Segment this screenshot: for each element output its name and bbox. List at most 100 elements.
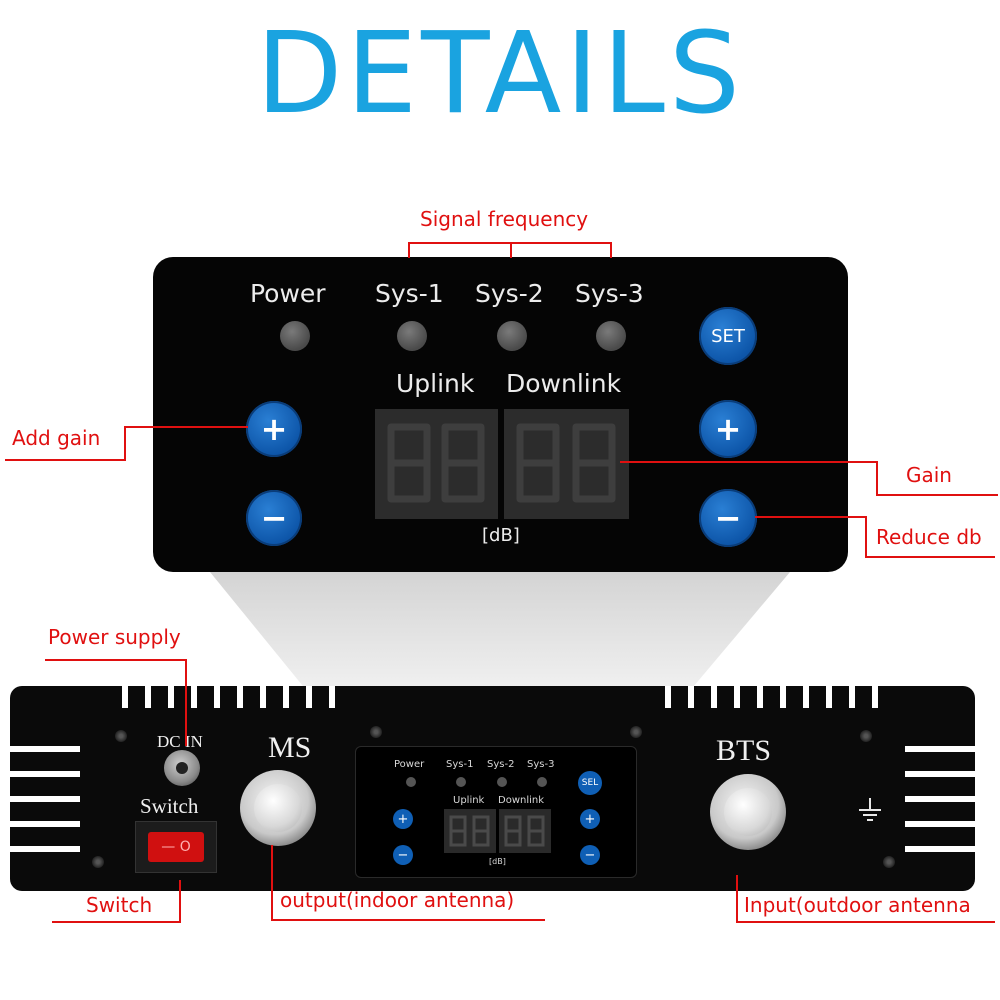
dc-in-jack[interactable] [164,750,200,786]
heatsink-fin [688,686,694,708]
heatsink-fin [10,746,80,752]
mini-sys2-led [497,777,507,787]
ms-connector-cap [253,783,303,833]
heatsink-fin [283,686,289,708]
downlink-label: Downlink [506,369,622,398]
heatsink-fin [10,796,80,802]
heatsink-fin [10,846,80,852]
mini-uplink-seven-segment [449,815,490,847]
power-label: Power [250,279,326,308]
mini-minus-left[interactable]: − [393,845,413,865]
screw [883,856,895,868]
control-panel-device: Power Sys-1 Sys-2 Sys-3 SEL Uplink Downl… [355,746,637,878]
screw [115,730,127,742]
ground-icon [859,798,881,821]
heatsink-fin [905,821,975,827]
reduce-gain-button-left[interactable]: − [246,490,302,546]
db-unit-label: [dB] [482,525,520,546]
mini-plus-left[interactable]: + [393,809,413,829]
uplink-display [375,409,498,519]
ms-connector[interactable] [240,770,316,846]
heatsink-fin [711,686,717,708]
add-gain-annotation: Add gain [12,426,101,450]
uplink-seven-segment [387,423,485,503]
power-supply-annotation: Power supply [48,625,181,649]
input-annotation: Input(outdoor antenna [744,893,971,917]
set-button[interactable]: SET [699,307,757,365]
heatsink-fin [10,771,80,777]
heatsink-fin [329,686,335,708]
screw [630,726,642,738]
sys3-label: Sys-3 [575,279,644,308]
power-switch[interactable]: — O [135,821,217,873]
mini-downlink-display [499,809,551,853]
screw [92,856,104,868]
downlink-display [504,409,629,519]
mini-sys2-label: Sys-2 [487,759,515,770]
power-supply-leader [45,659,187,746]
mini-minus-right[interactable]: − [580,845,600,865]
reduce-db-annotation: Reduce db [876,525,982,549]
heatsink-fin [803,686,809,708]
dc-in-label: DC IN [157,732,203,751]
heatsink-fin [757,686,763,708]
heatsink-fin [306,686,312,708]
mini-downlink-seven-segment [504,815,545,847]
heatsink-fin [122,686,128,708]
power-led [280,321,310,351]
bts-connector-cap [723,787,773,837]
heatsink-fin [905,746,975,752]
mini-plus-right[interactable]: + [580,809,600,829]
dc-in-jack-center [176,762,188,774]
sys1-label: Sys-1 [375,279,444,308]
mini-power-label: Power [394,759,425,770]
heatsink-fin [780,686,786,708]
heatsink-fin [168,686,174,708]
switch-label: Switch [140,794,199,818]
add-gain-leader [5,426,248,461]
heatsink-fin [905,796,975,802]
heatsink-fin [10,821,80,827]
signal-frequency-annotation: Signal frequency [420,207,589,231]
mini-db-unit: [dB] [489,857,506,866]
mini-sys1-led [456,777,466,787]
input-leader [736,875,995,923]
heatsink-fin [665,686,671,708]
heatsink-fin [826,686,832,708]
mini-power-led [406,777,416,787]
uplink-label: Uplink [396,369,475,398]
heatsink-fin [849,686,855,708]
heatsink-fin [734,686,740,708]
ms-label: MS [268,731,312,764]
heatsink-fin [905,846,975,852]
mini-sys3-label: Sys-3 [527,759,555,770]
reduce-db-button[interactable]: − [699,489,757,547]
heatsink-fin [237,686,243,708]
sys2-label: Sys-2 [475,279,544,308]
screw [860,730,872,742]
add-gain-button-right[interactable]: + [699,400,757,458]
reduce-db-leader [755,516,995,558]
output-annotation: output(indoor antenna) [280,888,515,912]
sys3-led [596,321,626,351]
heatsink-fin [191,686,197,708]
heatsink-fin [145,686,151,708]
power-switch-rocker: — O [148,832,204,862]
mini-sel-button[interactable]: SEL [578,771,602,795]
bts-label: BTS [716,734,772,767]
mini-uplink-display [444,809,496,853]
gain-leader [620,461,998,496]
sys2-led [497,321,527,351]
page-title: DETAILS [256,9,744,139]
add-gain-button[interactable]: + [246,401,302,457]
control-panel-enlarged: Power Sys-1 Sys-2 Sys-3 SET Uplink Downl… [153,257,848,572]
gain-annotation: Gain [906,463,952,487]
heatsink-fin [214,686,220,708]
downlink-seven-segment [516,423,616,503]
sys1-led [397,321,427,351]
switch-annotation: Switch [86,893,153,917]
bts-connector[interactable] [710,774,786,850]
heatsink-fin [872,686,878,708]
mini-sys1-label: Sys-1 [446,759,474,770]
